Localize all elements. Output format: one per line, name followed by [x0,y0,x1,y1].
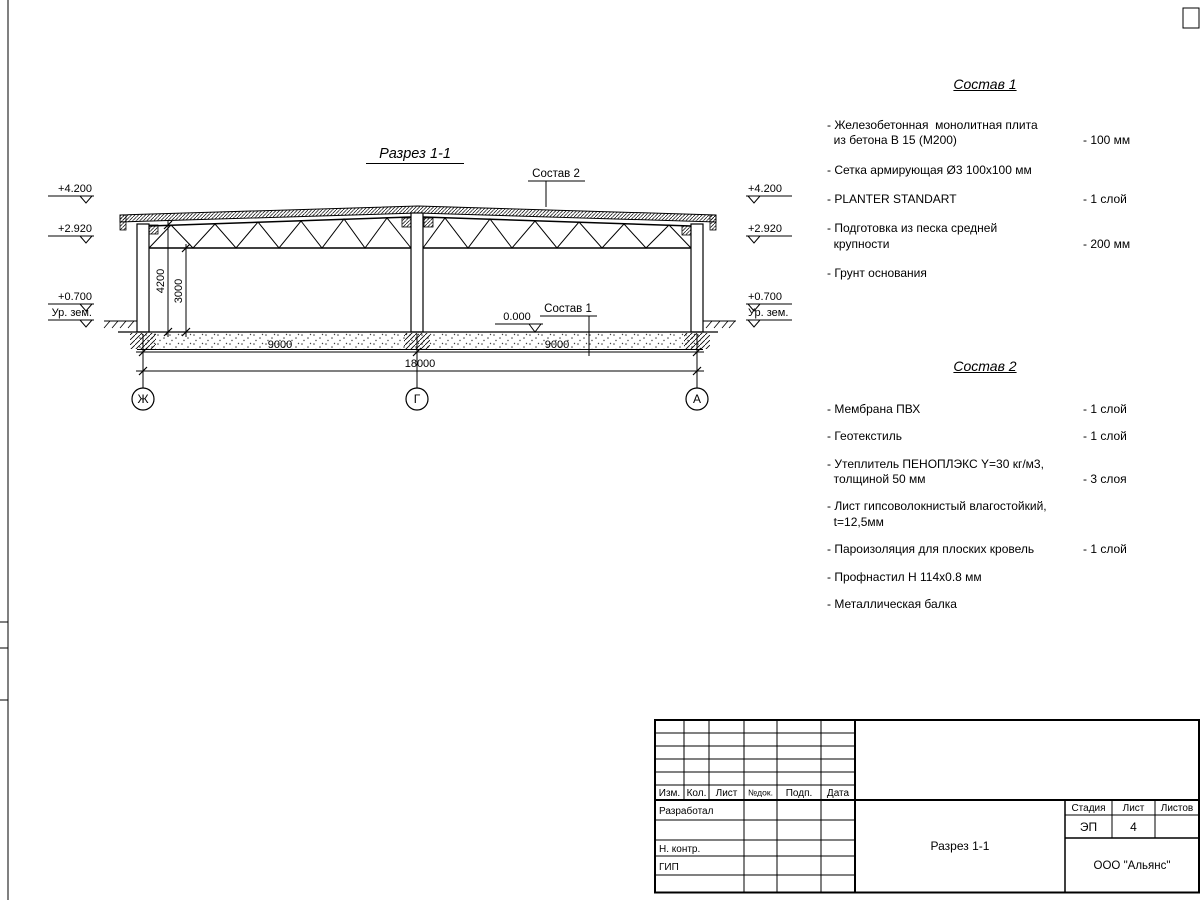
list-item: - Грунт основания [827,266,1145,281]
titleblock-developed-label: Разработал [659,805,714,817]
sostav2-callout-label: Состав 2 [532,168,580,180]
elevation-right-ground: +0.700 [748,291,782,303]
drawing-texts: Разрез 1-1 Состав 2 Состав 1 0.000 +4.20… [52,146,789,406]
title-block-texts: Изм. Кол. Лист №док. Подп. Дата Разработ… [659,788,1193,874]
truss-left [148,216,412,249]
item-value: - 1 слой [1083,542,1127,557]
sostav2-heading: Состав 2 [953,358,1017,374]
axis-label-zh: Ж [137,392,148,406]
titleblock-kol-label: Кол. [687,788,707,799]
titleblock-doc-title: Разрез 1-1 [931,839,990,853]
list-item: - Железобетонная монолитная плита из бет… [827,118,1145,149]
titleblock-ncontr-label: Н. контр. [659,844,700,855]
item-text: - Утеплитель ПЕНОПЛЭКС Y=30 кг/м3, толщи… [827,456,1044,487]
item-value: - 1 слой [1083,402,1127,416]
column-center [410,212,424,333]
horizontal-dimensions [136,334,704,388]
list-item: - Утеплитель ПЕНОПЛЭКС Y=30 кг/м3, толщи… [827,457,1145,488]
zero-level-label: 0.000 [503,311,531,323]
elevation-right-roof: +4.200 [748,183,782,195]
titleblock-stage-label: Стадия [1071,803,1105,814]
titleblock-izm-label: Изм. [659,788,680,799]
item-value: - 1 слой [1083,429,1127,444]
list-item: - Профнастил Н 114х0.8 мм [827,570,1145,585]
vertical-dimensions [163,220,191,337]
sostav1-callout-label: Состав 1 [544,303,592,315]
callout-leaders [528,180,597,356]
list-item: - Подготовка из песка средней крупности … [827,221,1145,252]
titleblock-company: ООО "Альянс" [1094,860,1171,872]
dimension-height-truss: 4200 [155,269,167,293]
zero-level-mark [495,323,543,333]
list-item: - Сетка армирующая Ø3 100х100 мм [827,163,1145,178]
ground-level-label-right: Ур. зем. [748,307,788,319]
roof-slab [119,205,717,231]
titleblock-gip-label: ГИП [659,862,679,873]
titleblock-podp-label: Подп. [786,788,813,799]
item-text: - Сетка армирующая Ø3 100х100 мм [827,162,1032,177]
axis-bubbles [131,387,709,411]
list-item: - Лист гипсоволокнистый влагостойкий, t=… [827,499,1145,530]
list-item: - Мембрана ПВХ - 1 слой [827,402,1145,417]
column-right [690,223,704,333]
elevation-marks-right [746,195,792,328]
axis-label-a: А [693,392,701,406]
item-text: - Лист гипсоволокнистый влагостойкий, t=… [827,499,1047,529]
list-item: - PLANTER STANDART - 1 слой [827,192,1145,207]
titleblock-ndok-label: №док. [748,788,773,798]
elevation-left-truss: +2.920 [58,223,92,235]
axis-label-g: Г [414,392,421,406]
title-block-grid [654,719,1200,894]
item-text: - Профнастил Н 114х0.8 мм [827,569,982,584]
item-text: - Подготовка из песка средней крупности [827,221,998,251]
titleblock-data-label: Дата [827,788,850,799]
item-value: - 200 мм [1083,236,1131,251]
list-item: - Пароизоляция для плоских кровель - 1 с… [827,542,1145,557]
titleblock-sheet-value: 4 [1130,820,1137,834]
item-text: - Пароизоляция для плоских кровель [827,542,1035,557]
item-text: - Железобетонная монолитная плита из бет… [827,118,1038,148]
item-value: - 1 слой [1083,192,1127,207]
truss-right [422,216,692,249]
ground-level-label-left: Ур. зем. [52,307,92,319]
titleblock-list-label: Лист [716,788,738,799]
dimension-span-left: 9000 [268,339,292,351]
section-title: Разрез 1-1 [379,146,451,162]
frame-corner-box [1182,7,1200,29]
list-item: - Металлическая балка [827,597,1145,612]
item-text: - Геотекстиль [827,429,902,444]
item-text: - Мембрана ПВХ [827,402,921,416]
item-value: - 3 слоя [1083,472,1127,487]
titleblock-stage-value: ЭП [1080,820,1097,834]
item-text: - Металлическая балка [827,596,957,611]
column-left [136,223,150,333]
elevation-marks-left [48,195,94,328]
elevation-right-truss: +2.920 [748,223,782,235]
dimension-total: 18000 [405,358,436,370]
titleblock-sheet-label: Лист [1123,803,1145,814]
item-text: - PLANTER STANDART [827,192,957,207]
sostav1-list: - Железобетонная монолитная плита из бет… [827,118,1145,296]
dimension-span-right: 9000 [545,339,569,351]
sostav2-list: - Мембрана ПВХ - 1 слой - Геотекстиль - … [827,402,1145,624]
list-item: - Геотекстиль - 1 слой [827,429,1145,444]
elevation-left-ground: +0.700 [58,291,92,303]
titleblock-sheets-label: Листов [1161,803,1194,814]
elevation-left-roof: +4.200 [58,183,92,195]
dimension-height-clear: 3000 [173,279,185,303]
item-text: - Грунт основания [827,266,927,281]
item-value: - 100 мм [1083,133,1131,148]
section-geometry [48,163,792,411]
sostav1-heading: Состав 1 [953,76,1017,92]
